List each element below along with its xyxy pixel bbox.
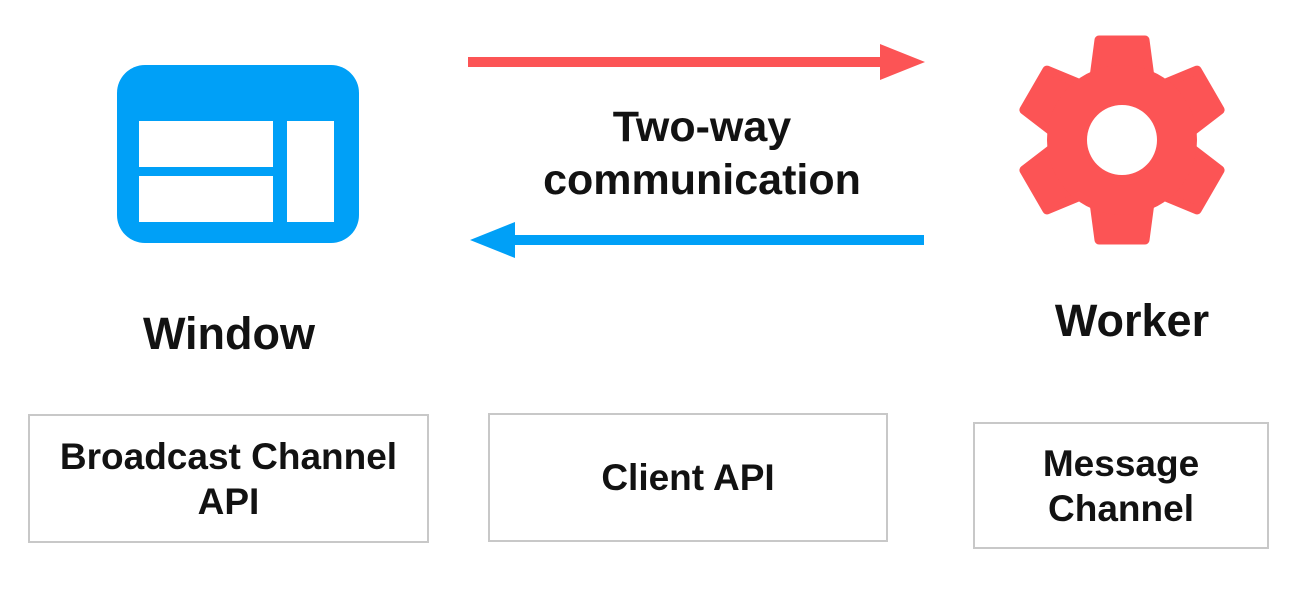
worker-label: Worker (1054, 295, 1210, 346)
broadcast-channel-api-label: Broadcast Channel API (59, 435, 398, 522)
message-channel-label: Message Channel (1042, 442, 1200, 529)
client-api-label: Client API (601, 457, 775, 498)
broadcast-channel-api-box: Broadcast Channel API (28, 414, 429, 543)
browser-window-icon (117, 65, 359, 243)
message-channel-box: Message Channel (973, 422, 1269, 549)
arrow-left-icon (466, 218, 928, 262)
gear-icon (1015, 33, 1229, 247)
arrow-right-icon (464, 40, 929, 84)
two-way-communication-label: Two-way communication (502, 101, 902, 207)
communication-label-line1: Two-way (612, 103, 792, 151)
communication-label-line2: communication (543, 156, 861, 204)
client-api-box: Client API (488, 413, 888, 542)
window-label: Window (142, 308, 316, 359)
